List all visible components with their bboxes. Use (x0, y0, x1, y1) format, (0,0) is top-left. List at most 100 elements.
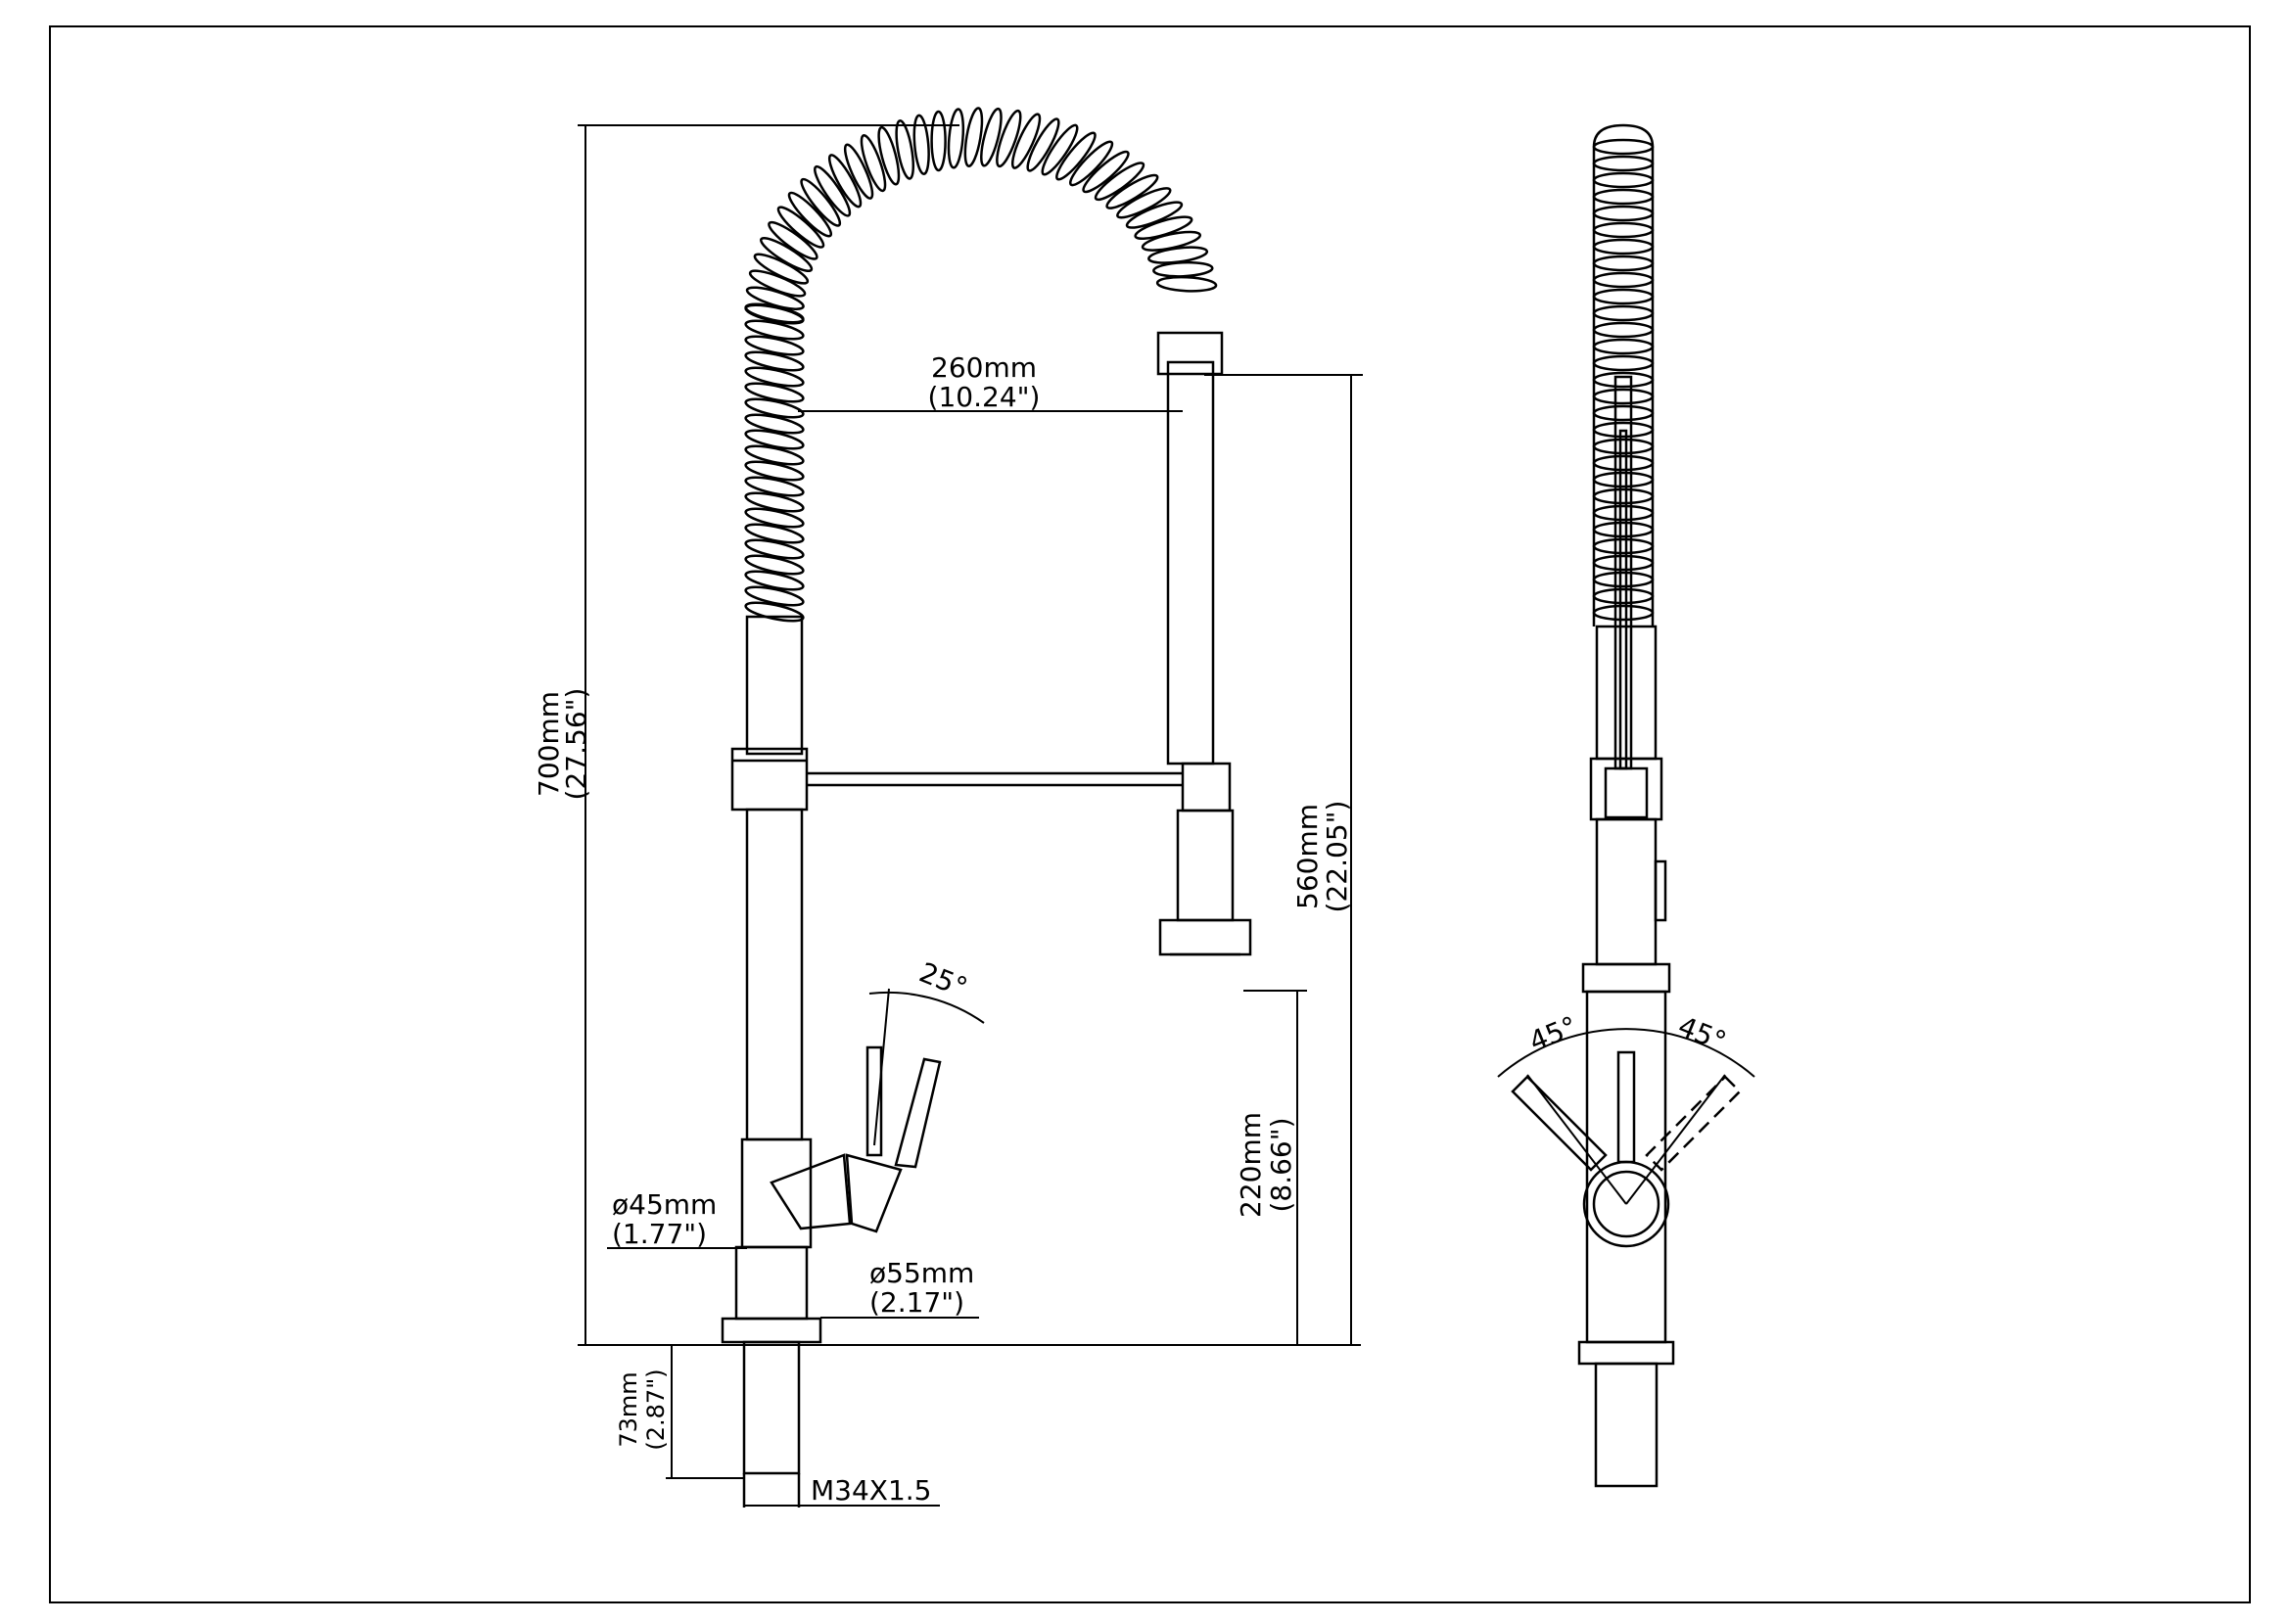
side-coil-loop (1592, 238, 1655, 255)
side-coil-loop (1592, 255, 1655, 272)
clearance-imperial: (8.66") (1265, 1117, 1297, 1212)
coil-loop (800, 177, 842, 227)
shank-length-imperial: (2.87") (642, 1369, 670, 1450)
coil-loop (1094, 162, 1145, 202)
side-coil-loop (1592, 205, 1655, 222)
coil-loop (1082, 150, 1130, 194)
side-coil-top (1592, 123, 1655, 148)
body-diameter-imperial: (1.77") (612, 1218, 707, 1250)
reach-imperial: (10.24") (928, 381, 1041, 413)
coil-loop (744, 413, 805, 435)
side-coil-loop (1592, 338, 1655, 355)
front-dimensions (578, 124, 1363, 1507)
spring-coil (744, 107, 1218, 623)
shank-length-metric: 73mm (615, 1371, 642, 1447)
coil-loop (744, 523, 805, 544)
main-body (745, 808, 804, 1141)
front-labels: 700mm (27.56") 260mm (10.24") 560mm (22.… (533, 351, 1353, 1507)
side-angle-left: 45° (1524, 1010, 1581, 1058)
side-coil-loop (1592, 155, 1655, 172)
side-coil-loop (1592, 304, 1655, 322)
side-coil-loop (1592, 321, 1655, 339)
side-labels: 45° 45° (1524, 1010, 1731, 1058)
side-coil-loop (1592, 371, 1655, 389)
side-coil-loop (1592, 404, 1655, 422)
coil-loop (1010, 113, 1042, 169)
drawing-frame (49, 25, 2251, 1603)
side-coil-loop (1592, 604, 1655, 622)
thread-label: M34X1.5 (811, 1474, 932, 1507)
side-coil-loop (1592, 554, 1655, 572)
coil-loop (895, 119, 915, 180)
base-plate (721, 1317, 822, 1344)
side-lever-right-position (1645, 1075, 1742, 1172)
mixer-block (740, 1137, 813, 1249)
coil-loop (1055, 131, 1097, 181)
upper-body-tube (745, 615, 804, 756)
coil-loop (745, 286, 805, 310)
coil-loop (996, 109, 1022, 168)
side-button (1654, 859, 1667, 922)
coil-loop (744, 397, 805, 419)
coil-loop (843, 143, 874, 200)
side-coil-loop (1592, 221, 1655, 239)
side-shank (1594, 1362, 1659, 1488)
coil-loop (963, 107, 984, 167)
coil-loop (744, 444, 805, 466)
coil-loop (744, 554, 805, 576)
side-coil-loop (1592, 354, 1655, 372)
front-view (721, 107, 1252, 1508)
coil-loop (744, 350, 805, 372)
side-lever (1616, 1050, 1636, 1164)
shank (742, 1340, 801, 1475)
coil-loop (744, 507, 805, 529)
coil-loop (744, 476, 805, 497)
base-diameter-metric: ø55mm (869, 1257, 974, 1289)
coil-loop (744, 382, 805, 403)
coil-loop (947, 108, 965, 169)
side-ring (1581, 962, 1671, 994)
side-coil-loop (1592, 271, 1655, 289)
coil-loop (744, 319, 805, 341)
side-coil-loop (1592, 171, 1655, 189)
coil-loop (1041, 123, 1079, 176)
coil-loop (760, 236, 814, 273)
coil-loop (787, 191, 833, 238)
coil-loop (1105, 173, 1159, 209)
coil-loop (744, 570, 805, 591)
coil-loop (827, 154, 863, 209)
side-coil-loop (1592, 471, 1655, 488)
collar (730, 747, 809, 812)
coil-loop (1068, 140, 1114, 187)
base-diameter-imperial: (2.17") (869, 1286, 964, 1319)
total-height-metric: 700mm (533, 691, 565, 797)
side-coil-loop (1592, 438, 1655, 455)
lever (770, 1045, 942, 1233)
coil-loop (1155, 275, 1218, 293)
coil-loop (1125, 201, 1184, 229)
coil-loop (1026, 117, 1060, 172)
spout-height-imperial: (22.05") (1321, 801, 1353, 913)
side-knob-inner (1592, 1170, 1660, 1238)
coil-loop (744, 335, 805, 356)
coil-loop (814, 164, 852, 217)
coil-loop (744, 601, 805, 623)
reach-metric: 260mm (931, 351, 1037, 384)
side-coil-loop (1592, 188, 1655, 206)
coil-loop (912, 114, 930, 175)
coil-loop (877, 125, 901, 186)
spout-height-metric: 560mm (1291, 804, 1324, 909)
side-body (1595, 817, 1658, 966)
side-coil-loop (1592, 504, 1655, 522)
coil-loop (744, 460, 805, 482)
coil-loop (776, 206, 825, 249)
total-height-imperial: (27.56") (560, 688, 592, 801)
side-coil-loop (1592, 388, 1655, 405)
coil-loop (930, 110, 947, 172)
side-coil-loop (1592, 288, 1655, 305)
coil-loop (1116, 187, 1172, 219)
side-coil-loop (1592, 587, 1655, 605)
side-coil-loop (1592, 454, 1655, 472)
